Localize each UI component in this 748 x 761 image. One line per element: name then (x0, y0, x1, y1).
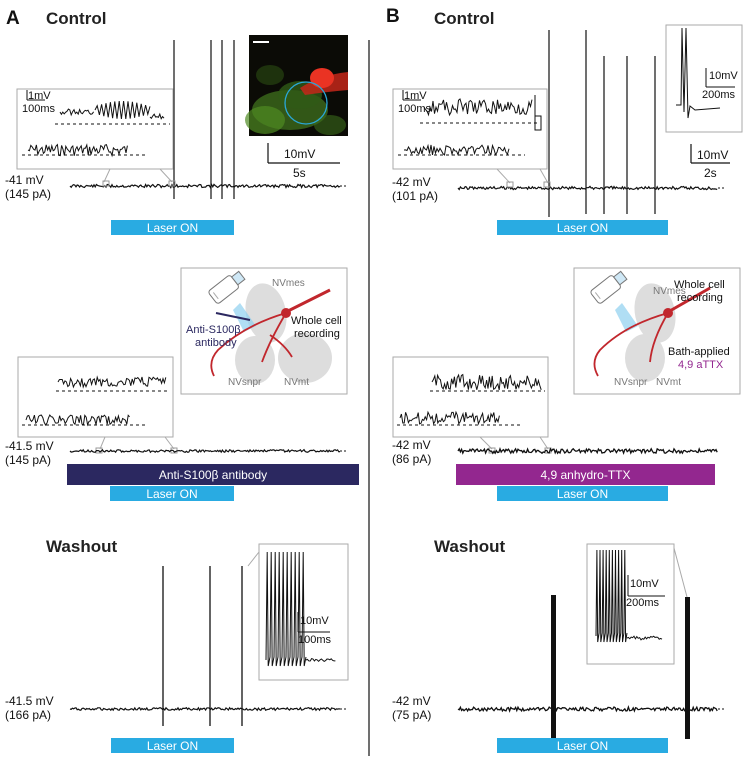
panel-b-attx-laser-label: Laser ON (557, 487, 608, 501)
panel-b-spike-inset (665, 24, 743, 133)
panel-a-antibody-current: (145 pA) (5, 453, 51, 467)
panel-a-control-trace (69, 40, 346, 199)
panel-b-washout-heading: Washout (434, 537, 505, 556)
panel-a-control-laser-bar (111, 220, 234, 235)
panel-a-control-voltage: -41 mV (5, 173, 44, 187)
panel-b-control-trace (457, 30, 726, 217)
panel-b-diagram-nvsnpr: NVsnpr (614, 377, 648, 388)
spike-burst (551, 595, 556, 740)
panel-a-washout-laser-bar (111, 738, 234, 753)
panel-a-diagram-antibody-2: antibody (195, 337, 237, 349)
panel-b-washout-inset (586, 543, 688, 665)
panel-b-diagram-whole-cell: Whole cell (674, 279, 725, 291)
panel-b-washout-voltage: -42 mV (392, 694, 431, 708)
panel-a-control-laser-label: Laser ON (147, 221, 198, 235)
panel-b-control-heading: Control (434, 9, 494, 28)
panel-b-diagram-bath: Bath-applied (668, 346, 730, 358)
panel-b-attx-bar-label: 4,9 anhydro-TTX (540, 468, 630, 482)
panel-a-washout-trace (69, 566, 346, 726)
panel-b-attx-laser-bar (497, 486, 668, 501)
panel-a-antibody-bar (67, 464, 359, 485)
panel-b-diagram-recording: recording (677, 292, 723, 304)
panel-a-diagram-whole-cell: Whole cell (291, 315, 342, 327)
panel-a-antibody-voltage: -41.5 mV (5, 439, 54, 453)
panel-a-antibody-bar-label: Anti-S100β antibody (159, 468, 267, 482)
panel-b-scale-bar (690, 144, 730, 164)
panel-a-diagram-nvmt: NVmt (284, 377, 309, 388)
panel-b-washout-scale-v: 10mV (630, 578, 659, 590)
panel-a-washout-voltage: -41.5 mV (5, 694, 54, 708)
panel-b-letter: B (386, 6, 400, 27)
panel-a-fluorescence-image (245, 35, 348, 136)
panel-a-diagram-nvmes: NVmes (272, 278, 305, 289)
panel-b-attx-voltage: -42 mV (392, 438, 431, 452)
panel-a-washout-heading: Washout (46, 537, 117, 556)
panel-b-inset-scale-v: 1mV (404, 90, 427, 102)
panel-a-control-inset (16, 88, 176, 187)
panel-a-letter: A (6, 8, 20, 29)
panel-a-antibody-laser-bar (110, 486, 234, 501)
panel-b-washout-laser-label: Laser ON (557, 739, 608, 753)
panel-b-attx-current: (86 pA) (392, 452, 431, 466)
panel-b-control-current: (101 pA) (392, 189, 438, 203)
panel-a-control-heading: Control (46, 9, 106, 28)
panel-a-washout-scale-t: 100ms (298, 634, 332, 646)
panel-a-washout-inset (247, 543, 349, 681)
panel-b-inset-scale-t: 100ms (398, 103, 432, 115)
panel-a-antibody-diagram (180, 267, 348, 395)
panel-a-diagram-antibody: Anti-S100β (186, 324, 241, 336)
panel-b-washout-trace (457, 595, 726, 740)
panel-b-spike-scale-t: 200ms (702, 89, 736, 101)
panel-b-washout-scale-t: 200ms (626, 597, 660, 609)
panel-a-antibody-inset (17, 356, 178, 454)
spike-burst (685, 597, 690, 739)
panel-a-diagram-nvsnpr: NVsnpr (228, 377, 262, 388)
panel-b-attx-trace (457, 447, 718, 456)
panel-a-scale-bar (267, 143, 340, 164)
panel-a-diagram-recording: recording (294, 328, 340, 340)
panel-b-spike-scale-v: 10mV (709, 70, 738, 82)
panel-b-scale-t: 2s (704, 166, 717, 180)
panel-a-inset-scale-t: 100ms (22, 103, 56, 115)
panel-a-control-current: (145 pA) (5, 187, 51, 201)
panel-b-diagram-nvmt: NVmt (656, 377, 681, 388)
panel-b-control-inset (392, 88, 551, 188)
panel-b-diagram-nvmes: NVmes (653, 286, 686, 297)
panel-b-attx-diagram (573, 267, 741, 395)
panel-a-washout-current: (166 pA) (5, 708, 51, 722)
panel-a-washout-laser-label: Laser ON (147, 739, 198, 753)
panel-b-washout-current: (75 pA) (392, 708, 431, 722)
panel-a-washout-scale-v: 10mV (300, 615, 329, 627)
panel-b-attx-inset (392, 356, 552, 454)
panel-b-control-voltage: -42 mV (392, 175, 431, 189)
panel-b-control-laser-bar (497, 220, 668, 235)
panel-b-attx-bar (456, 464, 715, 485)
panel-b-scale-v: 10mV (697, 148, 728, 162)
panel-b-diagram-attx: 4,9 aTTX (678, 359, 724, 371)
panel-a-scale-t: 5s (293, 166, 306, 180)
panel-b-control-laser-label: Laser ON (557, 221, 608, 235)
panel-a-antibody-trace (69, 448, 346, 454)
panel-a-scale-v: 10mV (284, 147, 315, 161)
panel-a-inset-scale-v: 1mV (28, 90, 51, 102)
panel-a-antibody-laser-label: Laser ON (146, 487, 197, 501)
panel-b-washout-laser-bar (497, 738, 668, 753)
